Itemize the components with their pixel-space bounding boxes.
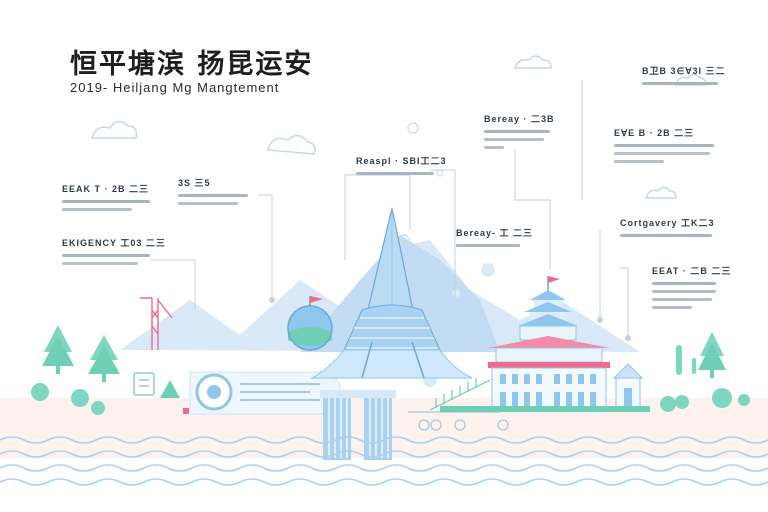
monitor-icon (133, 372, 155, 396)
callout-heading: Cortgavery 工K二3 (620, 218, 715, 228)
callout-heading: 3S 三5 (178, 178, 211, 188)
callout-left-1: EEAK T · 2B 二三 (62, 182, 150, 211)
callout-heading: B卫B 3∈∀3l 三二 (642, 66, 726, 76)
crane-icon (140, 297, 173, 350)
page-subtitle: 2019- Heiljang Mg Mangtement (70, 80, 280, 95)
callout-right-4: EEAT · 二B 二三 (652, 264, 732, 309)
callout-upper-mid: Bereay · 二3B (484, 112, 554, 149)
callout-heading: EEAK T · 2B 二三 (62, 184, 150, 194)
callout-right-3: Cortgavery 工K二3 (620, 216, 714, 237)
tree-icon (42, 325, 180, 398)
callout-heading: Bereay- 工 二三 (456, 228, 534, 238)
flag-icon (309, 296, 323, 306)
callout-heading: Bereay · 二3B (484, 114, 555, 124)
tree-icon (676, 332, 726, 378)
page-title: 恒平塘滨 扬昆运安 (70, 49, 314, 80)
round-stones (418, 419, 509, 431)
cloud-icon (91, 55, 707, 199)
callout-heading: EKIGENCY 工03 二三 (62, 238, 166, 248)
connector-lines (150, 80, 631, 341)
callout-right-top: B卫B 3∈∀3l 三二 (642, 64, 726, 85)
pink-marker (183, 408, 189, 414)
callout-heading: EEAT · 二B 二三 (652, 266, 732, 276)
pagoda-icon (440, 276, 650, 412)
bushes-right (660, 388, 750, 412)
data-panel (189, 371, 341, 415)
water-waves (0, 436, 768, 486)
callout-right-2: E∀E B · 2B 二三 (614, 126, 716, 163)
callout-heading: E∀E B · 2B 二三 (614, 128, 695, 138)
waterfall-columns (320, 390, 396, 460)
tower-icon (310, 207, 473, 379)
callout-center-mid: Bereay- 工 二三 (456, 226, 534, 247)
globe-icon (287, 298, 333, 351)
callout-heading: Reaspl · SBI工二3 (356, 156, 447, 166)
bushes-left (31, 383, 105, 415)
callout-center-top: Reaspl · SBI工二3 (356, 154, 447, 175)
decorative-circles (398, 122, 444, 246)
callout-left-3: EKIGENCY 工03 二三 (62, 236, 166, 265)
callout-left-2: 3S 三5 (178, 176, 248, 205)
